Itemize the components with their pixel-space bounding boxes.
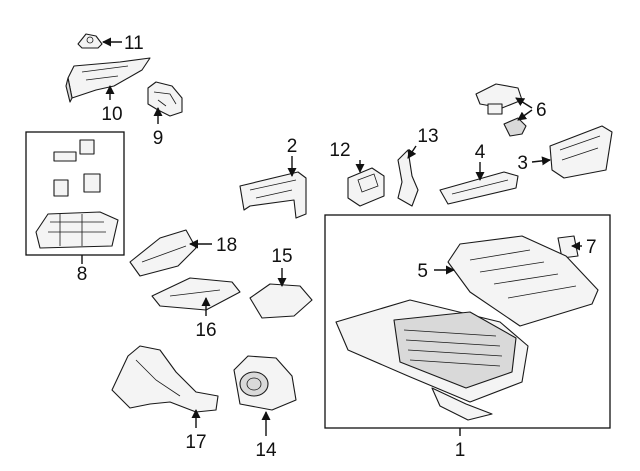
part-8-relay-kit[interactable] [35,139,119,249]
callout-9: 9 [153,128,164,149]
callout-5: 5 [417,261,428,282]
relay-kit-frame [25,131,125,256]
callout-14: 14 [255,440,277,461]
callout-1: 1 [455,440,466,461]
callout-2: 2 [287,136,298,157]
callout-4: 4 [475,142,486,163]
part-13-bracket[interactable] [397,149,419,207]
part-2-bracket[interactable] [239,171,307,219]
callout-13: 13 [417,126,438,147]
part-3-bracket[interactable] [549,125,613,179]
callout-16: 16 [195,320,216,341]
part-4-bracket[interactable] [439,171,519,205]
part-15-cover[interactable] [249,283,313,319]
part-18-duct[interactable] [129,229,197,277]
callout-10: 10 [101,104,122,125]
callout-3: 3 [517,153,528,174]
callout-15: 15 [271,246,292,267]
part-17-duct[interactable] [111,345,219,413]
callout-7: 7 [586,237,597,258]
part-6-plug[interactable] [475,83,527,137]
part-1-battery-assembly[interactable] [335,299,529,421]
part-10-bracket[interactable] [65,57,151,103]
callout-8: 8 [77,264,88,285]
callout-11: 11 [124,33,144,54]
part-9-bracket[interactable] [147,81,183,117]
part-5-cover[interactable] [447,235,599,327]
part-16-plate[interactable] [151,277,241,311]
callout-18: 18 [216,235,237,256]
callout-6: 6 [536,100,547,121]
callout-12: 12 [329,140,350,161]
part-11-clip[interactable] [77,33,103,49]
battery-assembly-frame [324,214,611,429]
callout-17: 17 [185,432,206,453]
part-14-blower[interactable] [233,355,297,411]
part-12-module[interactable] [347,167,385,207]
leader-lines [81,37,582,436]
